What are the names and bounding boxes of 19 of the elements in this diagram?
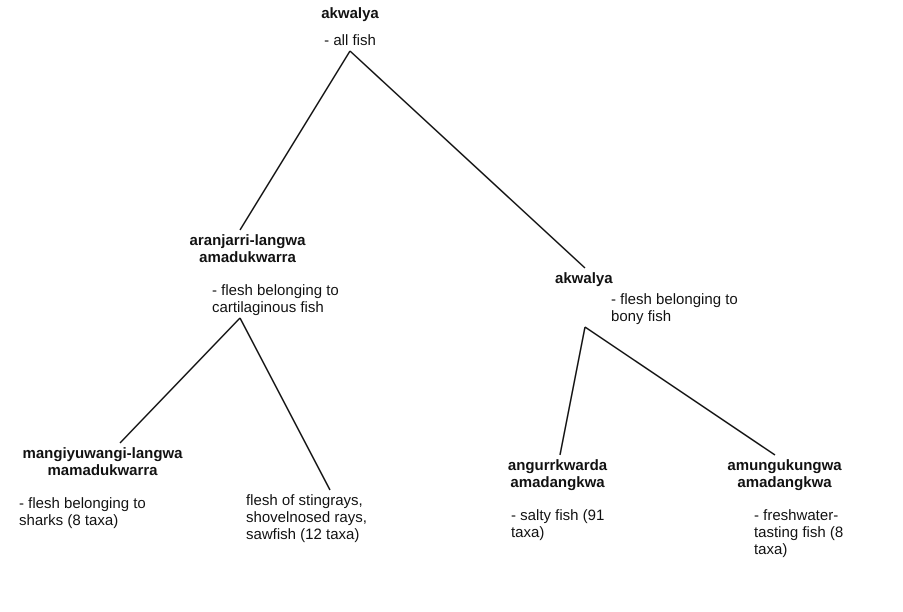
node-description: - flesh belonging to cartilaginous fish xyxy=(212,282,340,316)
tree-branch-line xyxy=(559,326,586,456)
node-description: - flesh belonging to sharks (8 taxa) xyxy=(19,495,147,529)
tree-branch-line xyxy=(239,318,331,490)
node-description: - flesh belonging to bony fish xyxy=(611,291,739,325)
node-heading: angurrkwarda amadangkwa xyxy=(506,457,608,491)
node-description: - all fish xyxy=(323,32,377,49)
node-heading: aranjarri-langwa amadukwarra xyxy=(188,232,306,266)
node-heading: akwalya xyxy=(320,5,380,22)
tree-branch-line xyxy=(584,326,776,456)
node-heading: mangiyuwangi-langwa mamadukwarra xyxy=(21,445,184,479)
tree-branch-line xyxy=(239,50,351,230)
node-description: - freshwater-tasting fish (8 taxa) xyxy=(754,507,844,558)
node-description: - salty fish (91 taxa) xyxy=(511,507,606,541)
tree-branch-line xyxy=(350,50,586,269)
tree-branch-line xyxy=(119,317,241,444)
node-description: flesh of stingrays, shovelnosed rays, sawfish (12 taxa) xyxy=(246,492,368,543)
node-heading: akwalya xyxy=(555,270,614,287)
node-heading: amungukungwa amadangkwa xyxy=(726,457,843,491)
